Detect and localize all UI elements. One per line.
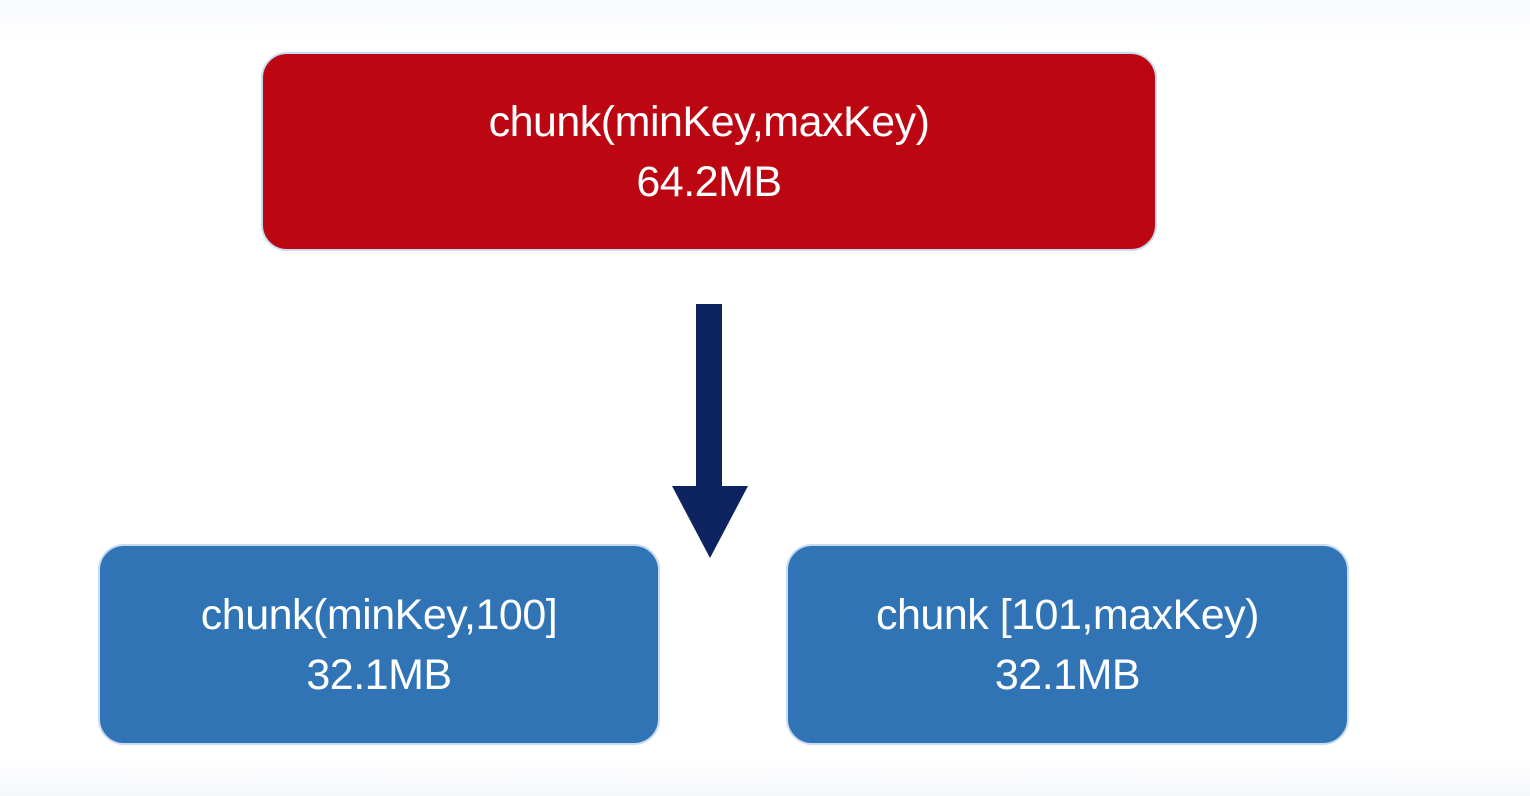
split-arrow-head — [672, 486, 748, 558]
right-child-chunk-range: chunk [101,maxKey) — [876, 590, 1259, 639]
left-child-chunk-box: chunk(minKey,100] 32.1MB — [98, 544, 660, 745]
parent-chunk-range: chunk(minKey,maxKey) — [488, 97, 930, 146]
split-arrow — [672, 304, 748, 558]
right-child-chunk-size: 32.1MB — [994, 650, 1141, 699]
left-child-chunk-range: chunk(minKey,100] — [200, 590, 558, 639]
right-child-chunk-box: chunk [101,maxKey) 32.1MB — [786, 544, 1349, 745]
split-arrow-shaft — [696, 304, 722, 488]
parent-chunk-box: chunk(minKey,maxKey) 64.2MB — [261, 52, 1157, 251]
parent-chunk-size: 64.2MB — [636, 157, 782, 206]
left-child-chunk-size: 32.1MB — [306, 650, 452, 699]
